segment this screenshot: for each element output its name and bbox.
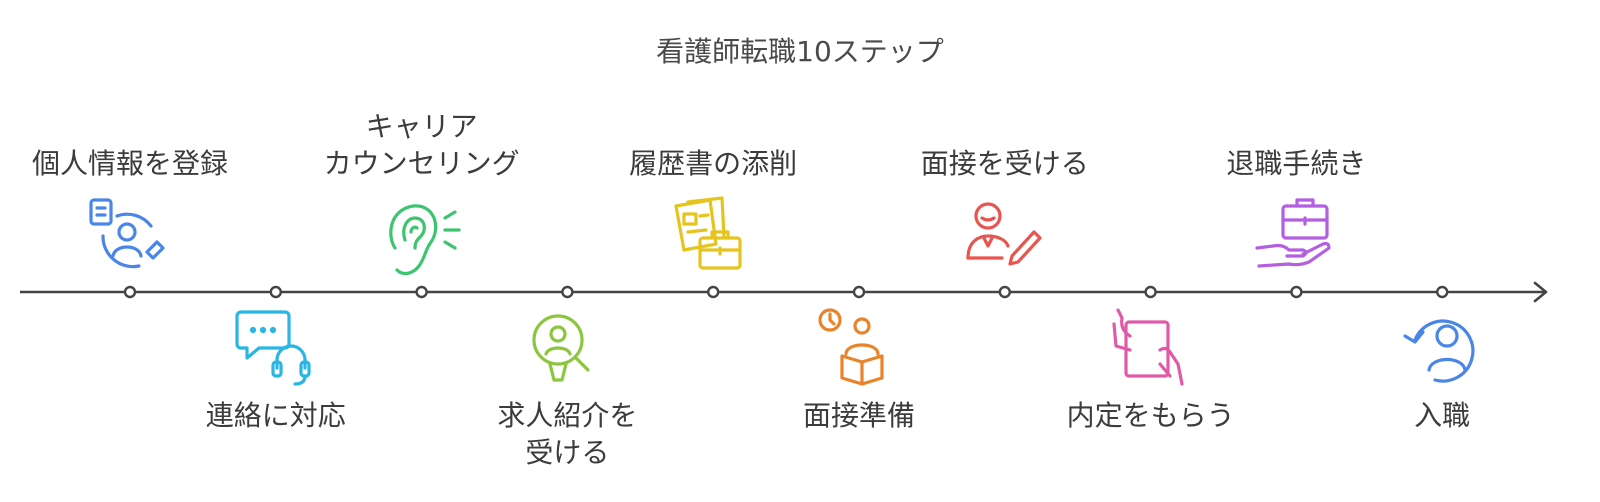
documents-briefcase-icon (670, 196, 756, 282)
timeline-node (852, 285, 866, 299)
timeline-node (1435, 285, 1449, 299)
step-label: 求人紹介を 受ける (497, 399, 638, 469)
timeline-node (1144, 285, 1157, 299)
step-label: 退職手続き (1226, 147, 1367, 180)
hands-document-icon (1108, 306, 1194, 392)
step-label: 入職 (1414, 399, 1471, 432)
timeline-node (1290, 285, 1303, 299)
person-return-icon (1399, 306, 1485, 392)
timeline-node (123, 285, 137, 299)
timeline-node (415, 285, 428, 299)
chat-headset-icon (233, 306, 319, 392)
step-label: 面接準備 (802, 399, 915, 432)
diagram-title: 看護師転職10ステップ (656, 35, 944, 68)
timeline-arrowhead (1533, 281, 1548, 303)
timeline-node (561, 285, 574, 299)
hand-briefcase-icon (1253, 196, 1339, 282)
timeline-node (707, 285, 720, 299)
step-label: 履歴書の添削 (629, 147, 798, 180)
ear-listening-icon (379, 196, 465, 282)
person-reading-clock-icon (816, 306, 902, 392)
profile-edit-icon (87, 196, 173, 282)
step-label: 内定をもらう (1066, 399, 1235, 432)
timeline-node (998, 285, 1011, 299)
timeline-node (269, 285, 282, 299)
person-writing-icon (962, 196, 1048, 282)
step-label: 面接を受ける (920, 147, 1089, 180)
step-label: 連絡に対応 (205, 399, 346, 432)
step-label: キャリア カウンセリング (323, 110, 520, 180)
person-search-icon (524, 306, 610, 392)
step-label: 個人情報を登録 (31, 147, 228, 180)
